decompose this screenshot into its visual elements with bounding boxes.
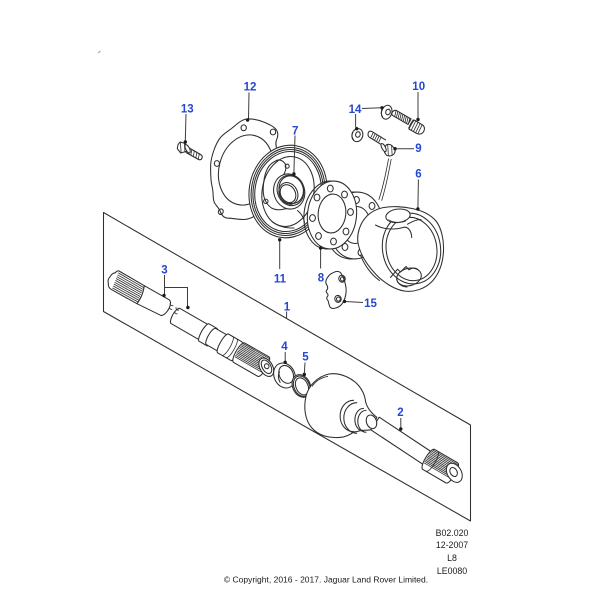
svg-text:12: 12 (244, 82, 257, 94)
svg-text:B02.020: B02.020 (436, 528, 469, 538)
svg-text:11: 11 (274, 273, 287, 285)
svg-text:L8: L8 (447, 553, 457, 563)
svg-text:LE0080: LE0080 (437, 566, 467, 576)
svg-text:15: 15 (364, 298, 377, 310)
svg-text:12-2007: 12-2007 (436, 540, 468, 550)
svg-text:5: 5 (302, 351, 309, 363)
svg-text:13: 13 (181, 103, 194, 115)
svg-text:2: 2 (397, 407, 403, 419)
svg-text:1: 1 (284, 301, 291, 313)
svg-text:7: 7 (292, 126, 298, 138)
svg-text:4: 4 (281, 341, 288, 353)
svg-text:9: 9 (415, 143, 421, 155)
svg-text:© Copyright, 2016 - 2017. Jagu: © Copyright, 2016 - 2017. Jaguar Land Ro… (224, 575, 428, 585)
svg-text:10: 10 (412, 81, 425, 93)
svg-text:8: 8 (318, 273, 325, 285)
svg-text:6: 6 (415, 168, 421, 180)
svg-text:3: 3 (161, 265, 167, 277)
svg-text:14: 14 (349, 104, 362, 116)
